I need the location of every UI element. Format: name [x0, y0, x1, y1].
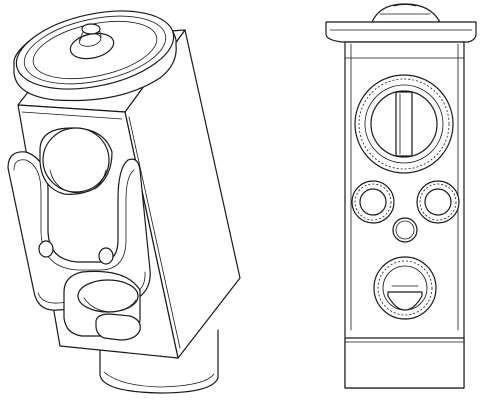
isometric-view — [7, 10, 241, 394]
bolt-hole-right — [98, 247, 114, 265]
slot — [395, 91, 413, 157]
diaphragm-cap — [13, 10, 177, 102]
bottom-band — [344, 337, 465, 389]
inlet-bore — [39, 127, 113, 195]
top-flange — [325, 21, 477, 43]
left-port — [351, 180, 395, 224]
bolt-hole-left — [38, 240, 54, 258]
center-port — [392, 217, 418, 243]
lower-port — [373, 256, 437, 320]
outlet-bore — [63, 270, 141, 341]
front-view — [325, 3, 477, 389]
main-port — [354, 74, 454, 174]
top-knob — [371, 3, 441, 23]
right-port — [416, 180, 460, 224]
